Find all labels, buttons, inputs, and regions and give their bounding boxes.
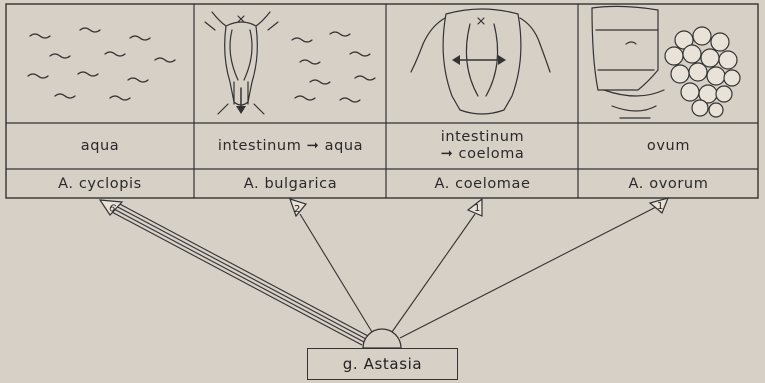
habitat-cell-coelomae: intestinum ➞ coeloma [387,124,578,168]
habitat-text-line-2: ➞ coeloma [441,146,525,163]
arrow-label-bulgarica: 2 [294,204,300,215]
habitat-text: ovum [647,138,690,155]
genus-box: g. Astasia [307,348,458,380]
arrow-coelomae-line [392,214,475,332]
species-coelomae: A. coelomae [387,170,578,198]
arrow-label-coelomae: 1 [474,203,480,214]
water-waves-illustration [28,28,175,100]
copepod-intestine-illustration [205,12,375,114]
copepod-eggs-illustration [592,6,740,118]
origin-semicircle [363,329,401,348]
species-cyclopis: A. cyclopis [6,170,194,198]
habitat-cell-ovorum: ovum [579,124,758,168]
copepod-coelom-illustration [411,9,550,114]
thick-arrow-cyclopis [110,202,368,345]
habitat-text: aqua [81,138,120,155]
arrow-label-ovorum: 1 [657,201,663,212]
arrow-ovorum-line [400,207,656,338]
habitat-cell-cyclopis: aqua [6,124,194,168]
habitat-text-line-1: intestinum [441,129,525,146]
habitat-cell-bulgarica: intestinum ➞ aqua [195,124,386,168]
habitat-text: intestinum ➞ aqua [218,138,363,155]
species-ovorum: A. ovorum [579,170,758,198]
species-bulgarica: A. bulgarica [195,170,386,198]
